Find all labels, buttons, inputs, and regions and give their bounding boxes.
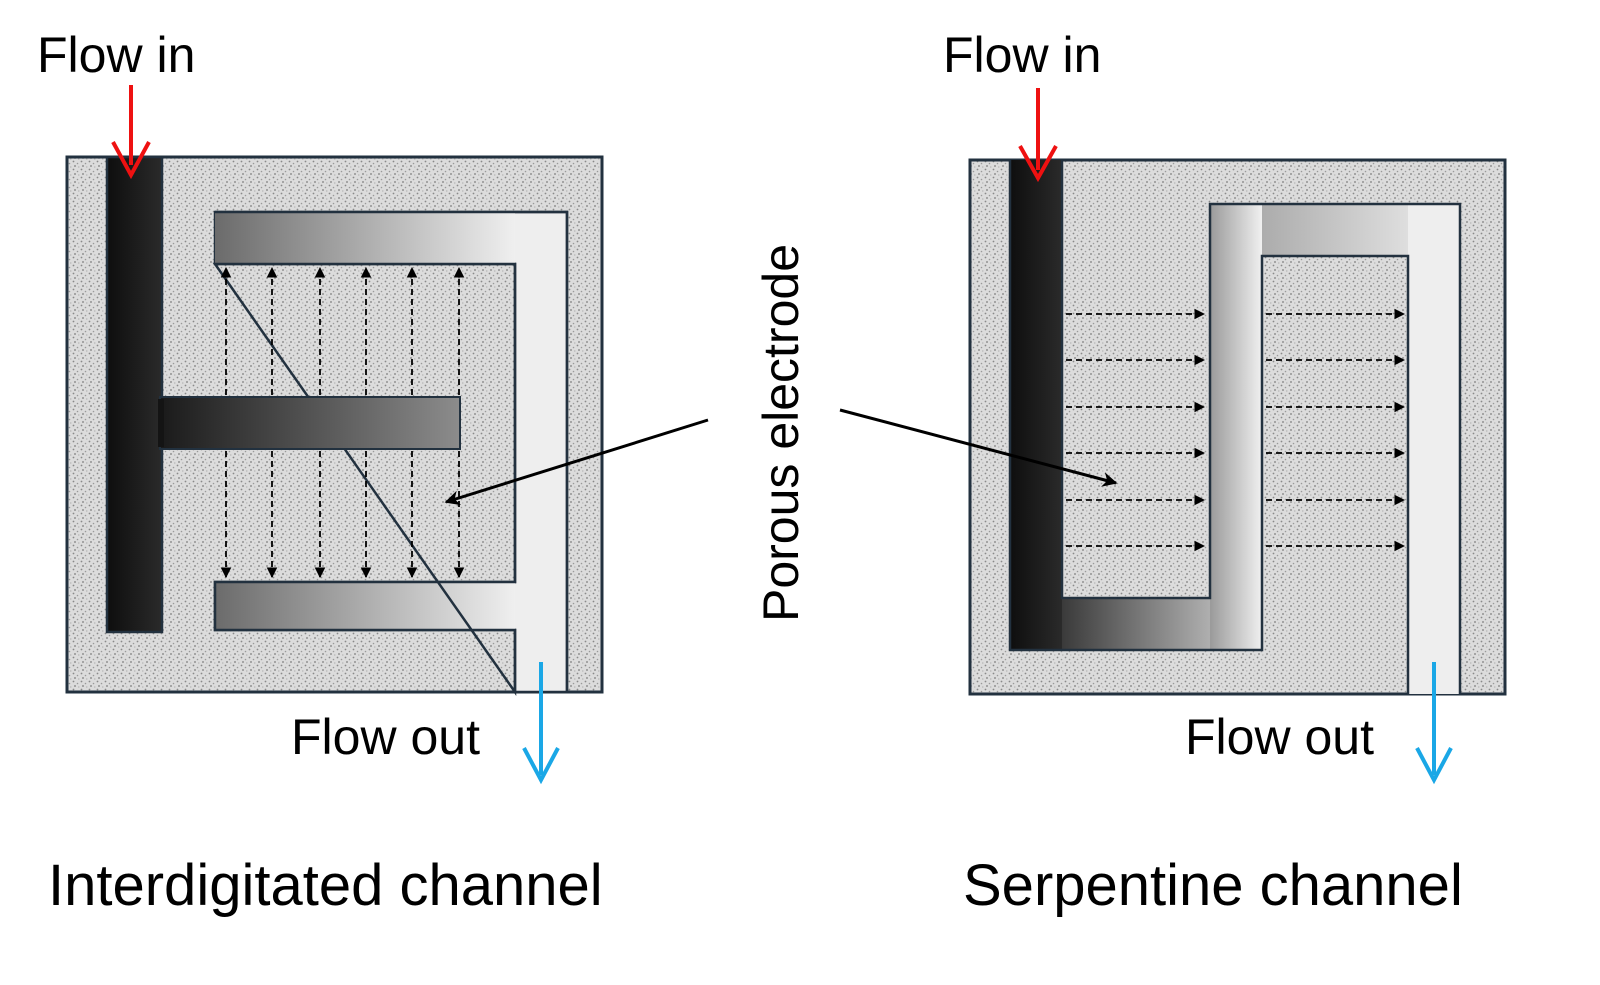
porous-electrode-label: Porous electrode xyxy=(753,244,809,622)
porous-electrode-callout: Porous electrode xyxy=(444,244,1118,622)
interdigitated-panel: Flow in Flow out Interdigitated channel xyxy=(37,27,604,918)
inlet-arrow-left xyxy=(111,85,151,180)
inlet-arrow-right xyxy=(1018,88,1058,183)
inlet-channel-left xyxy=(105,155,164,634)
flow-in-label-left: Flow in xyxy=(37,27,195,83)
outlet-finger-bottom xyxy=(215,582,515,630)
outlet-arrow-left xyxy=(522,662,560,785)
cross-flow-arrows-right xyxy=(1066,308,1406,552)
inlet-finger-middle xyxy=(159,396,461,450)
caption-interdigitated: Interdigitated channel xyxy=(48,853,603,918)
flow-out-label-left: Flow out xyxy=(291,709,480,765)
pointer-arrow-left xyxy=(444,418,709,506)
outlet-finger-top xyxy=(215,212,515,264)
flow-in-label-right: Flow in xyxy=(943,27,1101,83)
cross-flow-arrows-left xyxy=(220,266,465,579)
serpentine-panel: Flow in Flow out Serpentine channel xyxy=(943,27,1507,918)
flow-out-label-right: Flow out xyxy=(1185,709,1374,765)
outlet-arrow-right xyxy=(1415,662,1453,785)
pointer-arrow-right xyxy=(839,408,1118,487)
caption-serpentine: Serpentine channel xyxy=(963,853,1463,918)
